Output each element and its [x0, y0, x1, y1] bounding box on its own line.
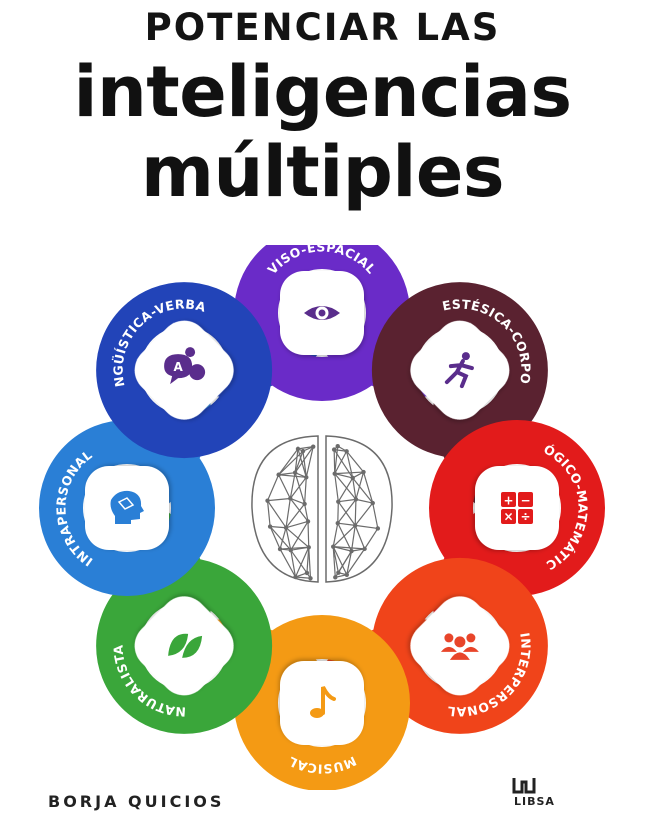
- svg-text:×: ×: [503, 510, 513, 524]
- ribbon-loop: [429, 420, 605, 596]
- group-people-icon: [440, 633, 479, 660]
- title-line-1: POTENCIAR LAS: [144, 6, 501, 49]
- title-line-3: múltiples: [141, 131, 504, 213]
- svg-text:÷: ÷: [520, 510, 530, 524]
- svg-text:A: A: [173, 360, 183, 374]
- eye-icon: [304, 306, 340, 320]
- intelligence-card: [134, 596, 234, 696]
- title-line-2: inteligencias: [73, 51, 572, 133]
- intelligence-card: [410, 320, 510, 420]
- intelligence-label: MUSICAL: [285, 753, 359, 776]
- intelligence-card: A: [134, 320, 234, 420]
- calculator-icon: +−× ÷: [501, 492, 533, 524]
- ribbon-loop: [39, 420, 215, 596]
- publisher-name: LIBSA: [514, 795, 555, 808]
- intelligence-card: [280, 271, 364, 355]
- intelligence-card: +−× ÷: [475, 466, 559, 550]
- ribbon-loop: [234, 615, 410, 790]
- running-person-icon: [444, 352, 474, 389]
- leaf-icon: [168, 633, 203, 658]
- svg-text:+: +: [503, 494, 513, 508]
- ribbon-loop: [234, 245, 410, 401]
- brain-network-icon: [251, 435, 393, 583]
- intelligence-card: [410, 596, 510, 696]
- speech-bubbles-icon: A: [164, 347, 206, 385]
- ribbon-loop: [96, 282, 273, 459]
- intelligence-card: [85, 466, 169, 550]
- music-note-icon: [310, 686, 336, 718]
- publisher-logo-icon: [512, 778, 536, 794]
- author-name: BORJA QUICIOS: [48, 792, 225, 811]
- ribbon-loop: [371, 282, 548, 459]
- ribbon-loop: [96, 557, 273, 734]
- intelligences-diagram: +−×÷A VISO-ESPACIALCINESTÉSICA-CORPORALL…: [0, 245, 605, 790]
- intelligence-card: [280, 661, 364, 745]
- svg-text:−: −: [520, 494, 530, 508]
- card-layer: +−× ÷ A: [85, 271, 559, 745]
- ribbon-loop: [371, 557, 548, 734]
- title-main: inteligencias múltiples: [0, 52, 645, 212]
- head-network-icon: [110, 490, 144, 524]
